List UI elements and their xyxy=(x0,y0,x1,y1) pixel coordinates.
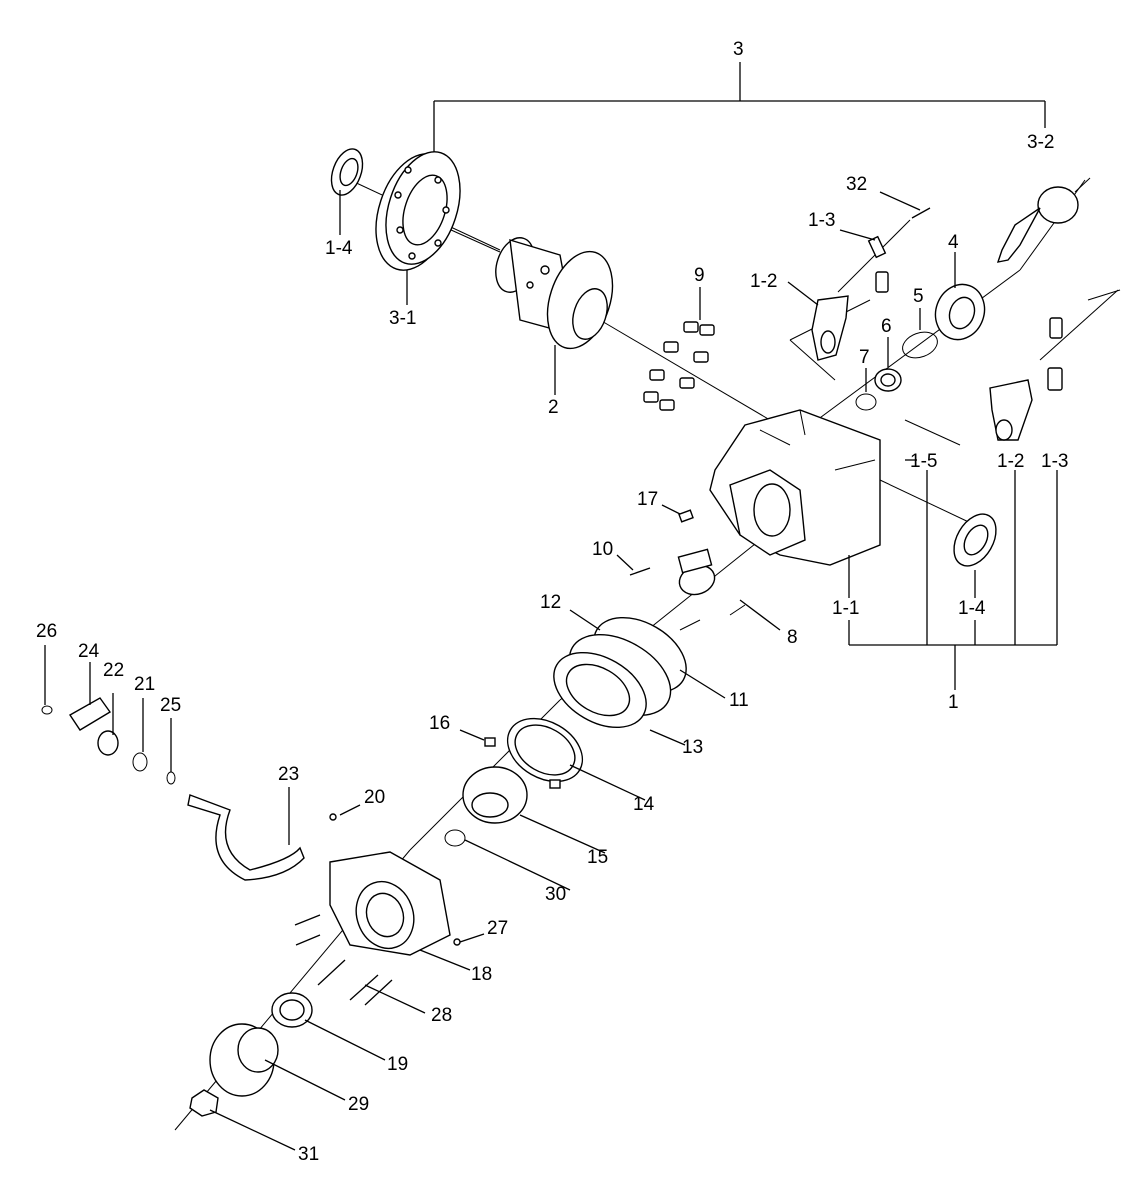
part-1-2-cap-right xyxy=(989,379,1033,441)
label-32: 32 xyxy=(846,174,867,195)
part-1-1-housing xyxy=(709,409,881,566)
part-20-bleeder xyxy=(329,813,337,821)
label-25: 25 xyxy=(160,695,181,716)
bracket-3 xyxy=(433,62,1046,155)
part-25-washer xyxy=(166,771,176,785)
part-16-stud xyxy=(484,737,561,789)
label-14: 14 xyxy=(633,794,655,815)
part-14-retainer xyxy=(506,717,584,783)
label-12: 12 xyxy=(540,592,561,613)
label-24: 24 xyxy=(78,641,100,662)
label-16: 16 xyxy=(429,713,450,734)
part-4-bearing xyxy=(934,283,986,341)
part-9-bolts xyxy=(643,321,715,411)
label-18: 18 xyxy=(471,964,492,985)
part-7-ring xyxy=(855,393,877,411)
label-3: 3 xyxy=(733,39,744,60)
part-8-bearing xyxy=(677,548,746,631)
label-23: 23 xyxy=(278,764,299,785)
part-31-nut xyxy=(189,1089,219,1117)
part-30-o-ring xyxy=(444,829,466,847)
label-29: 29 xyxy=(348,1094,369,1115)
part-1-4-seal-left xyxy=(330,148,364,196)
label-1-3-top: 1-3 xyxy=(808,210,835,231)
label-1-4-right: 1-4 xyxy=(958,598,986,619)
label-9: 9 xyxy=(694,265,705,286)
label-15: 15 xyxy=(587,847,608,868)
label-10: 10 xyxy=(592,539,613,560)
label-1-2-top: 1-2 xyxy=(750,271,777,292)
part-3-1-ring-gear xyxy=(375,151,461,271)
part-15-piston xyxy=(462,766,528,824)
label-20: 20 xyxy=(364,787,385,808)
part-1-4-seal-right xyxy=(953,513,997,567)
label-19: 19 xyxy=(387,1054,408,1075)
label-1-3-right: 1-3 xyxy=(1041,451,1068,472)
label-26: 26 xyxy=(36,621,57,642)
label-7: 7 xyxy=(859,347,870,368)
label-8: 8 xyxy=(787,627,798,648)
label-1-1: 1-1 xyxy=(832,598,859,619)
part-12-clutch-plates xyxy=(553,616,687,729)
part-21-washer xyxy=(132,752,148,772)
label-3-1: 3-1 xyxy=(389,308,416,329)
part-23-hose xyxy=(187,794,305,881)
part-19-seal xyxy=(271,992,313,1028)
label-11: 11 xyxy=(729,690,749,711)
label-13: 13 xyxy=(682,737,703,758)
part-17-pin xyxy=(678,509,694,523)
part-2-differential-case xyxy=(495,237,614,350)
part-1-2-cap-left xyxy=(811,295,849,361)
part-32-pin xyxy=(911,207,931,219)
label-21: 21 xyxy=(134,674,155,695)
label-1-5: 1-5 xyxy=(910,451,937,472)
label-1-2-right: 1-2 xyxy=(997,451,1024,472)
leader-lines xyxy=(44,190,976,1151)
part-28-bolts xyxy=(294,914,393,1006)
part-27-plug xyxy=(453,938,461,946)
part-29-flange xyxy=(209,1023,279,1097)
part-3-2-pinion xyxy=(996,177,1091,263)
part-10-pin xyxy=(629,567,651,576)
callout-labels: 3 3-2 32 1-3 1-4 9 1-2 4 5 6 3-1 7 2 1-5… xyxy=(36,39,1068,1165)
part-26-clip xyxy=(41,705,53,715)
part-1-3-bolts-right xyxy=(1047,289,1121,391)
label-22: 22 xyxy=(103,660,124,681)
label-5: 5 xyxy=(913,286,924,307)
label-31: 31 xyxy=(298,1144,319,1165)
label-30: 30 xyxy=(545,884,566,905)
bracket-1 xyxy=(848,470,1058,690)
label-28: 28 xyxy=(431,1005,452,1026)
label-17: 17 xyxy=(637,489,658,510)
part-22-fitting xyxy=(97,730,119,756)
label-2: 2 xyxy=(548,397,559,418)
label-6: 6 xyxy=(881,316,892,337)
label-4: 4 xyxy=(948,232,959,253)
part-18-cover xyxy=(329,851,451,956)
label-3-2: 3-2 xyxy=(1027,132,1054,153)
part-5-shim xyxy=(902,331,938,359)
part-6-bearing xyxy=(874,368,902,392)
part-1-3-bolts-top xyxy=(837,219,911,293)
label-1: 1 xyxy=(948,692,959,713)
label-27: 27 xyxy=(487,918,508,939)
label-1-4-left: 1-4 xyxy=(325,238,353,259)
